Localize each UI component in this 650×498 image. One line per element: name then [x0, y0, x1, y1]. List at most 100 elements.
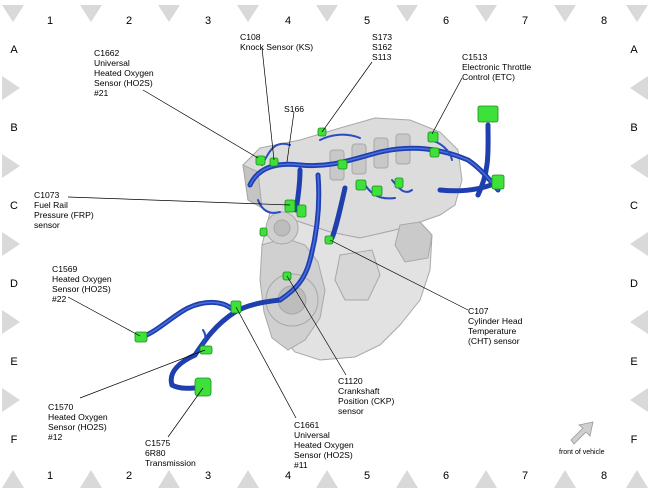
frp-connector [296, 204, 307, 218]
grid-col-label: 7 [522, 470, 528, 482]
callout-line: Transmission [145, 458, 196, 468]
front-of-vehicle-indicator: front of vehicle [559, 421, 605, 456]
front-of-vehicle-label: front of vehicle [559, 449, 605, 456]
grid-row-labels-left: A B C D E F [10, 44, 18, 446]
grid-row-label: D [10, 278, 18, 290]
callout-line: #21 [94, 88, 109, 98]
callout-c1661: C1661 Universal Heated Oxygen Sensor (HO… [294, 420, 354, 470]
grid-col-label: 1 [47, 470, 53, 482]
grid-col-label: 8 [601, 15, 607, 27]
callout-line: S173 [372, 32, 392, 42]
grid-row-label: D [630, 278, 638, 290]
grid-row-label: F [631, 434, 638, 446]
callout-c1569: C1569 Heated Oxygen Sensor (HO2S) #22 [52, 264, 112, 304]
connector [259, 227, 268, 237]
grid-row-label: E [10, 356, 17, 368]
callout-line: S162 [372, 42, 392, 52]
callout-c1662: C1662 Universal Heated Oxygen Sensor (HO… [94, 48, 154, 98]
border-frame [2, 5, 648, 488]
callout-line: Heated Oxygen [94, 68, 154, 78]
callout-line: #22 [52, 294, 67, 304]
leader-s173 [321, 61, 373, 133]
grid-row-label: C [630, 200, 638, 212]
callout-line: Heated Oxygen [48, 412, 108, 422]
callout-line: Heated Oxygen [294, 440, 354, 450]
callout-c1073: C1073 Fuel Rail Pressure (FRP) sensor [34, 190, 94, 230]
grid-col-label: 4 [285, 470, 291, 482]
leader-c107 [329, 239, 469, 311]
grid-row-label: A [10, 44, 18, 56]
callout-line: Position (CKP) [338, 396, 394, 406]
leader-c1570 [79, 349, 206, 399]
grid-row-label: B [10, 122, 17, 134]
callout-line: Knock Sensor (KS) [240, 42, 313, 52]
callout-line: Universal [94, 58, 130, 68]
cht-connector [324, 235, 334, 245]
grid-col-label: 1 [47, 15, 53, 27]
leader-c1662 [142, 89, 259, 159]
callout-line: sensor [34, 220, 60, 230]
callout-line: S166 [284, 104, 304, 114]
callout-line: Sensor (HO2S) [94, 78, 153, 88]
grid-row-labels-right: A B C D E F [630, 44, 638, 446]
callout-line: Fuel Rail [34, 200, 68, 210]
callout-line: #11 [294, 460, 308, 470]
callout-line: 6R80 [145, 448, 166, 458]
connector [337, 159, 348, 170]
callout-line: C1570 [48, 402, 74, 412]
transmission-connector [194, 377, 212, 397]
callout-s166: S166 [284, 104, 304, 114]
callout-line: C1661 [294, 420, 320, 430]
callout-line: sensor [338, 406, 364, 416]
callout-line: Cylinder Head [468, 316, 523, 326]
wiring-harness [137, 122, 501, 391]
connectors [134, 105, 505, 397]
grid-row-label: B [630, 122, 637, 134]
callout-line: Heated Oxygen [52, 274, 112, 284]
leader-c1073 [67, 196, 291, 206]
callout-line: C107 [468, 306, 489, 316]
callout-line: C1569 [52, 264, 78, 274]
grid-col-label: 6 [443, 15, 449, 27]
grid-column-labels-top: 1 2 3 4 5 6 7 8 [47, 15, 607, 27]
grid-col-label: 3 [205, 15, 211, 27]
leader-lines [67, 47, 469, 438]
callout-line: Sensor (HO2S) [52, 284, 111, 294]
leader-s166 [286, 111, 295, 163]
connector [371, 185, 383, 197]
leader-c1575 [167, 387, 204, 438]
callout-line: Crankshaft [338, 386, 380, 396]
callout-line: C1575 [145, 438, 171, 448]
leader-c1120 [286, 275, 347, 376]
leader-c1661 [235, 306, 297, 419]
leader-c1513 [431, 77, 463, 135]
grid-row-label: F [11, 434, 18, 446]
callout-c1120: C1120 Crankshaft Position (CKP) sensor [338, 376, 394, 416]
grid-row-label: E [630, 356, 637, 368]
callout-line: C1073 [34, 190, 60, 200]
callout-line: C1662 [94, 48, 120, 58]
grid-column-labels-bottom: 1 2 3 4 5 6 7 8 [47, 470, 607, 482]
callout-line: #12 [48, 432, 63, 442]
ho2s-21-connector [255, 155, 266, 166]
grid-col-label: 2 [126, 470, 132, 482]
callout-line: S113 [372, 52, 392, 62]
etc-connector [477, 105, 499, 123]
grid-col-label: 6 [443, 470, 449, 482]
callout-line: C108 [240, 32, 261, 42]
leader-c1569 [67, 296, 141, 337]
callout-c1570: C1570 Heated Oxygen Sensor (HO2S) #12 [48, 402, 108, 442]
callout-c107: C107 Cylinder Head Temperature (CHT) sen… [468, 306, 523, 346]
grid-col-label: 3 [205, 470, 211, 482]
connector [394, 177, 404, 189]
leader-c108 [261, 47, 275, 161]
grid-col-label: 5 [364, 470, 370, 482]
callout-line: Universal [294, 430, 330, 440]
grid-col-label: 4 [285, 15, 291, 27]
grid-col-label: 5 [364, 15, 370, 27]
front-arrow-icon [570, 421, 594, 445]
callout-line: Sensor (HO2S) [294, 450, 353, 460]
etc-lower-connector [491, 174, 505, 190]
